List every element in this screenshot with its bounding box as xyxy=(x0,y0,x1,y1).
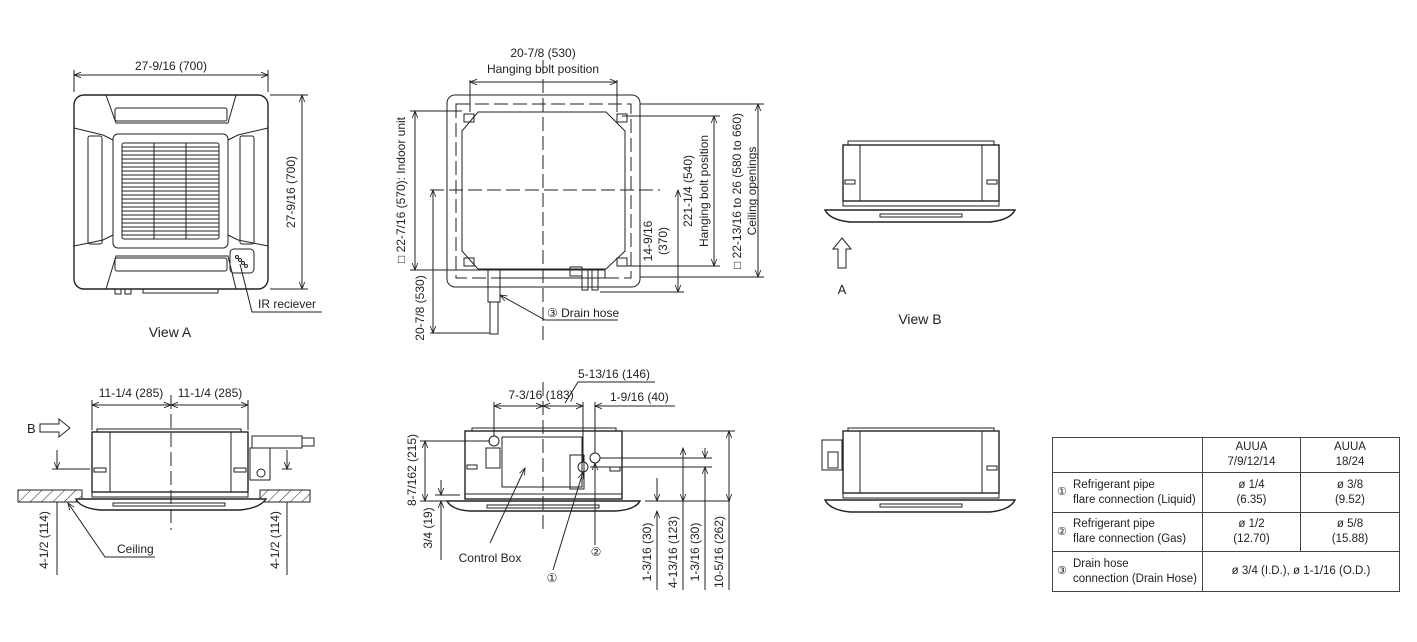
ceiling-label: Ceiling xyxy=(117,542,154,556)
bolt-height-dim: 221-1/4 (540) xyxy=(681,155,695,227)
cell-text: ø 5/8 xyxy=(1336,518,1364,530)
right-width-dim: 11-1/4 (285) xyxy=(178,386,242,400)
dim-123: 4-13/16 (123) xyxy=(666,516,680,588)
header-text: AUUA xyxy=(1235,441,1268,453)
dim-370-b: (370) xyxy=(656,227,670,255)
ir-receiver-label: IR reciever xyxy=(258,297,316,311)
row-label: ② Refrigerant pipe flare connection (Gas) xyxy=(1052,512,1203,552)
plan-view: 20-7/8 (530) Hanging bolt position □ 22-… xyxy=(394,46,764,341)
header-text: 7/9/12/14 xyxy=(1227,456,1276,468)
drain-hose-label: ③ Drain hose xyxy=(547,306,619,320)
cell-text: ø 1/4 xyxy=(1238,478,1265,491)
row-label-text: flare connection (Gas) xyxy=(1073,533,1187,545)
right-height-dim: 4-1/2 (114) xyxy=(268,511,282,569)
drain-hose xyxy=(487,269,501,303)
row-label-text: connection (Drain Hose) xyxy=(1073,572,1198,585)
table-row: ③ Drain hose connection (Drain Hose) ø 3/4… xyxy=(1052,551,1400,592)
header-model-small: AUUA 7/9/12/14 xyxy=(1202,437,1301,473)
cell-text: ø 1/2 xyxy=(1238,518,1265,530)
cell-text: (12.70) xyxy=(1233,533,1270,545)
row-number: ① xyxy=(1057,486,1067,498)
side-view-middle: 7-3/16 (183) 5-13/16 (146) 1-9/16 (40) 8… xyxy=(405,367,735,590)
dim-215: 8-7/162 (215) xyxy=(405,434,419,506)
cell-text: (6.35) xyxy=(1236,493,1267,506)
marker-liquid: ① xyxy=(547,571,558,585)
indoor-unit-dim: □ 22-7/16 (570): Indoor unit xyxy=(394,116,408,263)
cell: ø 3/8 (9.52) xyxy=(1300,472,1400,513)
side-view-left: 11-1/4 (285) 11-1/4 (285) B 4-1/2 (114) … xyxy=(17,386,315,575)
bolt-width-label: Hanging bolt position xyxy=(487,62,599,76)
ceiling-opening-dim: □ 22-13/16 to 26 (580 to 660) xyxy=(730,113,744,269)
row-label-text: Refrigerant pipe xyxy=(1073,518,1155,530)
row-label-text: flare connection (Liquid) xyxy=(1073,493,1196,506)
hanging-bolt-brackets xyxy=(463,113,628,267)
bolt-height-label: Hanging bolt position xyxy=(697,135,711,247)
row-label-text: Drain hose xyxy=(1073,557,1129,570)
dim-30-a: 1-3/16 (30) xyxy=(640,523,654,582)
view-b: A View B xyxy=(823,140,1017,327)
pipe-spec-table: AUUA 7/9/12/14 AUUA 18/24 ① Refrigerant pip… xyxy=(1052,437,1400,592)
header-text: AUUA xyxy=(1334,441,1366,453)
row-number: ③ xyxy=(1057,565,1067,577)
view-a-arrow-label: A xyxy=(838,282,847,297)
view-a-width-dim: 27-9/16 (700) xyxy=(135,59,207,73)
ceiling-opening-label: Ceiling openings xyxy=(745,147,759,236)
cell: ø 1/2 (12.70) xyxy=(1202,512,1301,552)
cell-text: (9.52) xyxy=(1334,493,1366,506)
row-label: ① Refrigerant pipe flare connection (Liqui… xyxy=(1052,472,1203,513)
view-b-arrow-icon xyxy=(39,417,71,439)
table-header-row: AUUA 7/9/12/14 AUUA 18/24 xyxy=(1052,437,1400,473)
row-label-text: Refrigerant pipe xyxy=(1073,478,1155,491)
header-text: 18/24 xyxy=(1335,456,1365,468)
left-height-dim: 4-1/2 (114) xyxy=(37,511,51,569)
bolt-width-dim: 20-7/8 (530) xyxy=(510,46,575,60)
ceiling-hatch xyxy=(17,489,83,503)
header-model-large: AUUA 18/24 xyxy=(1300,437,1400,473)
table-row: ① Refrigerant pipe flare connection (Liqui… xyxy=(1052,472,1400,513)
view-a-caption: View A xyxy=(149,324,192,340)
lower-left-dim: 20-7/8 (530) xyxy=(413,275,427,340)
view-b-caption: View B xyxy=(898,311,941,327)
dim-183: 7-3/16 (183) xyxy=(508,388,573,402)
cell: ø 5/8 (15.88) xyxy=(1300,512,1400,552)
dim-370-a: 14-9/16 xyxy=(641,220,655,261)
cell-text: ø 3/8 xyxy=(1336,478,1364,491)
row-number: ② xyxy=(1057,525,1067,538)
dim-40: 1-9/16 (40) xyxy=(610,390,669,404)
view-a: 27-9/16 (700) 27-9/16 (700) IR reciever … xyxy=(74,59,322,340)
cell-merged: ø 3/4 (I.D.), ø 1-1/16 (O.D.) xyxy=(1202,551,1400,592)
marker-gas: ② xyxy=(591,545,602,559)
view-b-arrow-label: B xyxy=(27,421,36,436)
cell: ø 1/4 (6.35) xyxy=(1202,472,1301,513)
view-a-arrow-icon xyxy=(831,237,853,269)
dim-262: 10-5/16 (262) xyxy=(712,516,726,588)
control-box-label: Control Box xyxy=(459,551,522,565)
air-grille xyxy=(121,142,220,240)
dim-146: 5-13/16 (146) xyxy=(578,367,650,381)
left-width-dim: 11-1/4 (285) xyxy=(99,386,163,400)
side-view-right xyxy=(821,427,1017,513)
view-a-height-dim: 27-9/16 (700) xyxy=(284,156,298,228)
row-label: ③ Drain hose connection (Drain Hose) xyxy=(1052,551,1203,592)
dim-19: 3/4 (19) xyxy=(421,507,435,548)
dim-30-b: 1-3/16 (30) xyxy=(688,523,702,582)
cell-text: (15.88) xyxy=(1331,533,1369,545)
ceiling-hatch xyxy=(259,489,311,503)
